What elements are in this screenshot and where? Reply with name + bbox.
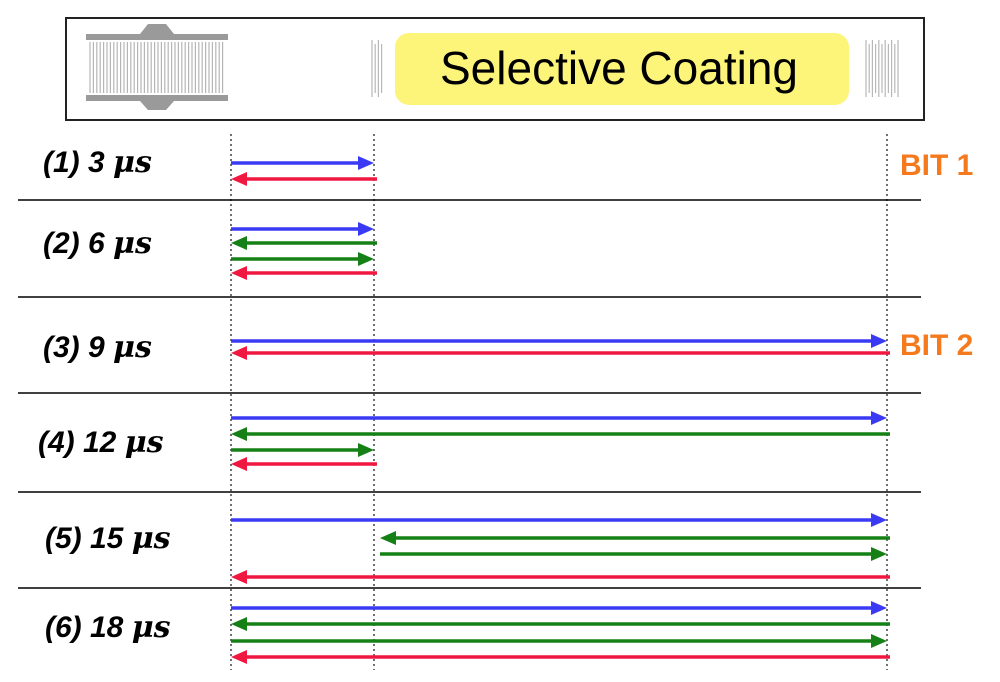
row-4-blue-arrow-right-1 bbox=[231, 411, 887, 425]
bit-1-label: BIT 1 bbox=[900, 149, 973, 182]
row-6-blue-arrow-right-1 bbox=[231, 601, 887, 615]
hatch-decoration-right bbox=[865, 40, 899, 97]
coated-board-icon bbox=[86, 24, 228, 110]
row-4-red-arrow-left-4 bbox=[231, 457, 377, 471]
row-2-green-arrow-left-2 bbox=[231, 236, 377, 250]
row-label-5: (5) 15 μs bbox=[45, 521, 171, 556]
row-2-green-arrow-right-3 bbox=[231, 252, 374, 266]
bit-2-label: BIT 2 bbox=[900, 329, 973, 362]
row-5-green-arrow-right-3 bbox=[380, 547, 887, 561]
row-5-green-arrow-left-2 bbox=[380, 531, 890, 545]
signal-arrows bbox=[231, 156, 890, 664]
row-label-6: (6) 18 μs bbox=[45, 610, 171, 645]
row-3-blue-arrow-right-1 bbox=[231, 334, 887, 348]
row-1-red-arrow-left-2 bbox=[231, 172, 377, 186]
row-label-1: (1) 3 μs bbox=[43, 145, 152, 180]
row-labels: (1) 3 μs (2) 6 μs (3) 9 μs (4) 12 μs (5)… bbox=[38, 145, 171, 645]
row-label-2: (2) 6 μs bbox=[43, 226, 152, 261]
title-highlight bbox=[395, 33, 849, 105]
row-6-red-arrow-left-4 bbox=[231, 650, 890, 664]
row-5-blue-arrow-right-1 bbox=[231, 513, 887, 527]
header-banner: Selective Coating bbox=[65, 17, 925, 121]
page-title: Selective Coating bbox=[440, 42, 798, 94]
row-label-4: (4) 12 μs bbox=[38, 425, 164, 460]
row-3-red-arrow-left-2 bbox=[231, 346, 890, 360]
row-6-green-arrow-right-3 bbox=[231, 634, 887, 648]
row-1-blue-arrow-right-1 bbox=[231, 156, 374, 170]
time-guides bbox=[230, 134, 888, 670]
row-separators bbox=[18, 199, 921, 589]
row-2-red-arrow-left-4 bbox=[231, 266, 377, 280]
row-6-green-arrow-left-2 bbox=[231, 617, 890, 631]
row-5-red-arrow-left-4 bbox=[231, 570, 890, 584]
hatch-decoration-left bbox=[371, 40, 383, 97]
row-2-blue-arrow-right-1 bbox=[231, 222, 374, 236]
row-label-3: (3) 9 μs bbox=[43, 330, 152, 365]
row-4-green-arrow-right-3 bbox=[231, 443, 374, 457]
row-4-green-arrow-left-2 bbox=[231, 427, 890, 441]
